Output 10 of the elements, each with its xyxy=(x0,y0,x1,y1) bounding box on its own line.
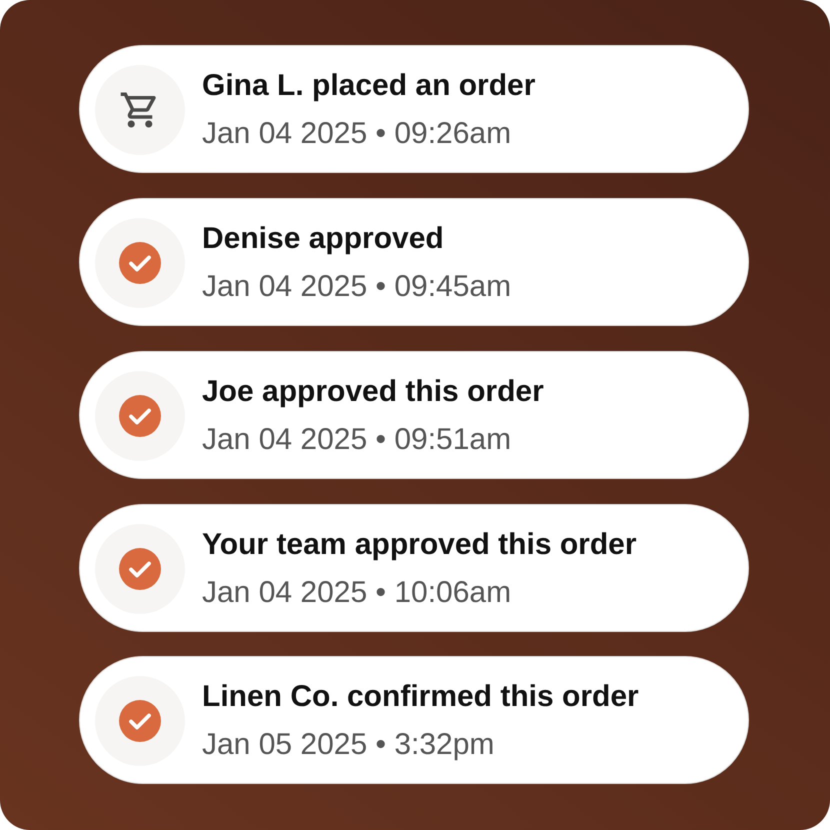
notification-title: Gina L. placed an order xyxy=(202,68,536,104)
notification-title: Linen Co. confirmed this order xyxy=(202,679,639,715)
timestamp: Jan 04 2025 • 09:26am xyxy=(202,116,512,152)
timestamp: Jan 04 2025 • 09:45am xyxy=(202,269,512,305)
timestamp: Jan 04 2025 • 09:51am xyxy=(202,422,512,458)
notification-title: Denise approved xyxy=(202,221,444,257)
timestamp: Jan 04 2025 • 10:06am xyxy=(202,575,512,611)
timestamp: Jan 05 2025 • 3:32pm xyxy=(202,727,494,763)
notification-title: Joe approved this order xyxy=(202,374,544,410)
notification-title: Your team approved this order xyxy=(202,527,637,563)
